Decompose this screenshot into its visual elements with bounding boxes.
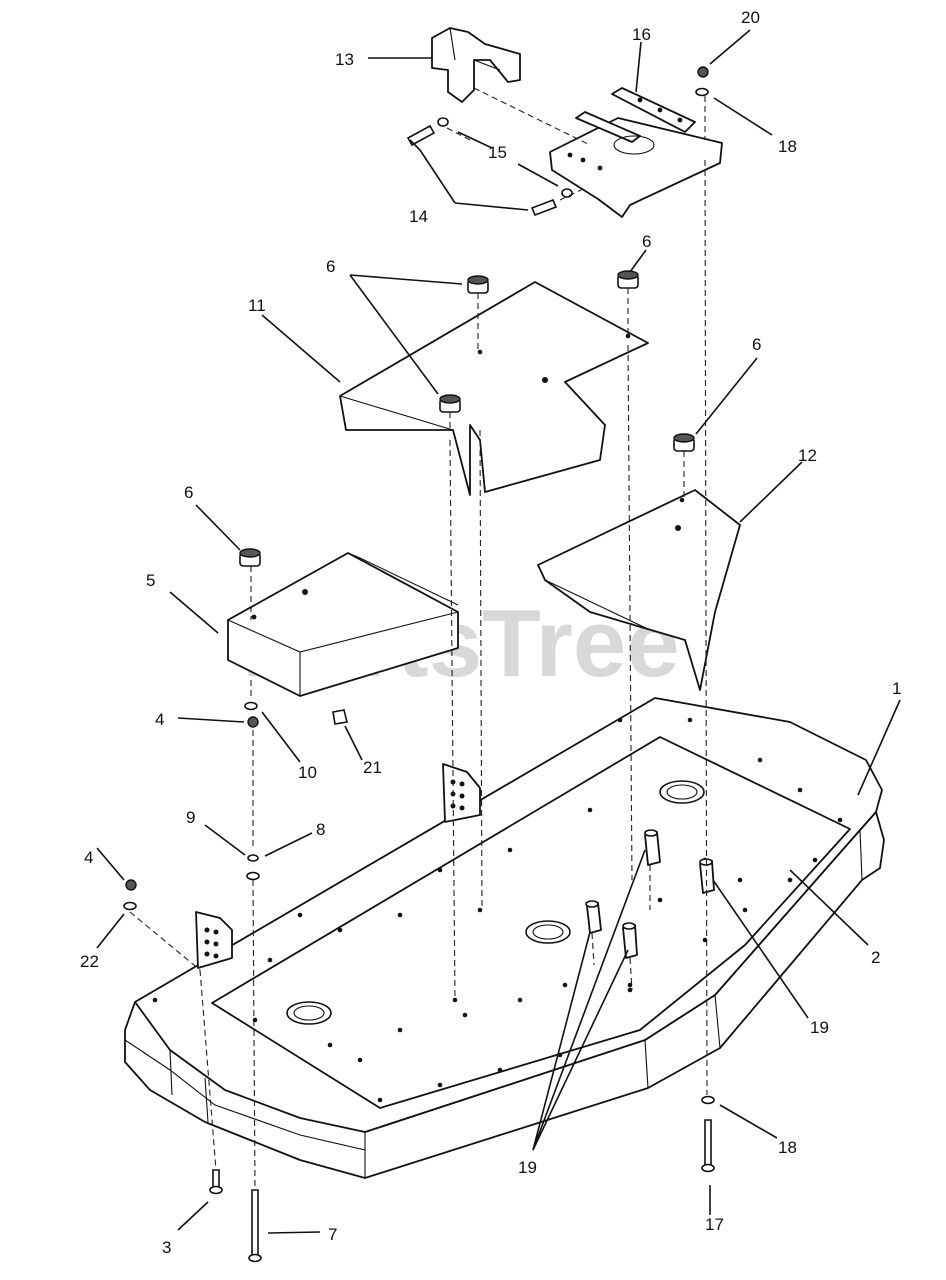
callout-9: 9 bbox=[186, 808, 195, 827]
callout-12: 12 bbox=[798, 446, 817, 465]
spindle-openings bbox=[286, 780, 705, 1025]
callout-6-right: 6 bbox=[642, 232, 651, 251]
callout-6-box: 6 bbox=[184, 483, 193, 502]
callout-4-upper: 4 bbox=[155, 710, 164, 729]
knob-6e bbox=[673, 433, 695, 452]
callout-18-upper: 18 bbox=[778, 137, 797, 156]
pivot-bracket bbox=[549, 87, 723, 218]
deck-bracket-rear bbox=[442, 763, 481, 823]
callout-2: 2 bbox=[871, 948, 880, 967]
side-shield bbox=[537, 489, 741, 691]
knob-6c bbox=[439, 394, 461, 413]
callout-11: 11 bbox=[248, 296, 266, 315]
mower-deck bbox=[124, 697, 885, 1179]
callout-20: 20 bbox=[741, 8, 760, 27]
knob-6d bbox=[617, 270, 639, 289]
deck-cover-plate bbox=[211, 736, 851, 1109]
callout-8: 8 bbox=[316, 820, 325, 839]
hinge-clip bbox=[431, 27, 521, 103]
assembly-lines bbox=[129, 87, 708, 1191]
callout-7: 7 bbox=[328, 1225, 337, 1244]
callout-15: 15 bbox=[488, 143, 507, 162]
callout-18-lower: 18 bbox=[778, 1138, 797, 1157]
leader-lines bbox=[96, 29, 901, 1234]
box-cover bbox=[227, 552, 459, 697]
deck-bolt-holes bbox=[152, 717, 843, 1103]
callout-19-right: 19 bbox=[810, 1018, 829, 1037]
callout-6-side: 6 bbox=[752, 335, 761, 354]
deck-bracket-left bbox=[195, 911, 233, 969]
callout-3: 3 bbox=[162, 1238, 171, 1257]
callout-labels: 1 2 3 4 4 5 6 6 6 6 6 7 8 9 10 11 12 13 … bbox=[80, 8, 901, 1257]
callout-22: 22 bbox=[80, 952, 99, 971]
callout-19-lower: 19 bbox=[518, 1158, 537, 1177]
fasteners bbox=[123, 66, 715, 1263]
callout-17: 17 bbox=[705, 1215, 724, 1234]
top-shield bbox=[339, 281, 649, 496]
knob-6b bbox=[467, 275, 489, 294]
callout-5: 5 bbox=[146, 571, 155, 590]
callout-21: 21 bbox=[363, 758, 382, 777]
callout-16: 16 bbox=[632, 25, 651, 44]
callout-14: 14 bbox=[409, 207, 428, 226]
callout-10: 10 bbox=[298, 763, 317, 782]
callout-13: 13 bbox=[335, 50, 354, 69]
callout-4-lower: 4 bbox=[84, 848, 93, 867]
callout-1: 1 bbox=[892, 679, 901, 698]
spacers bbox=[585, 829, 715, 959]
knob-6a bbox=[239, 548, 261, 567]
callout-6-shield: 6 bbox=[326, 257, 335, 276]
